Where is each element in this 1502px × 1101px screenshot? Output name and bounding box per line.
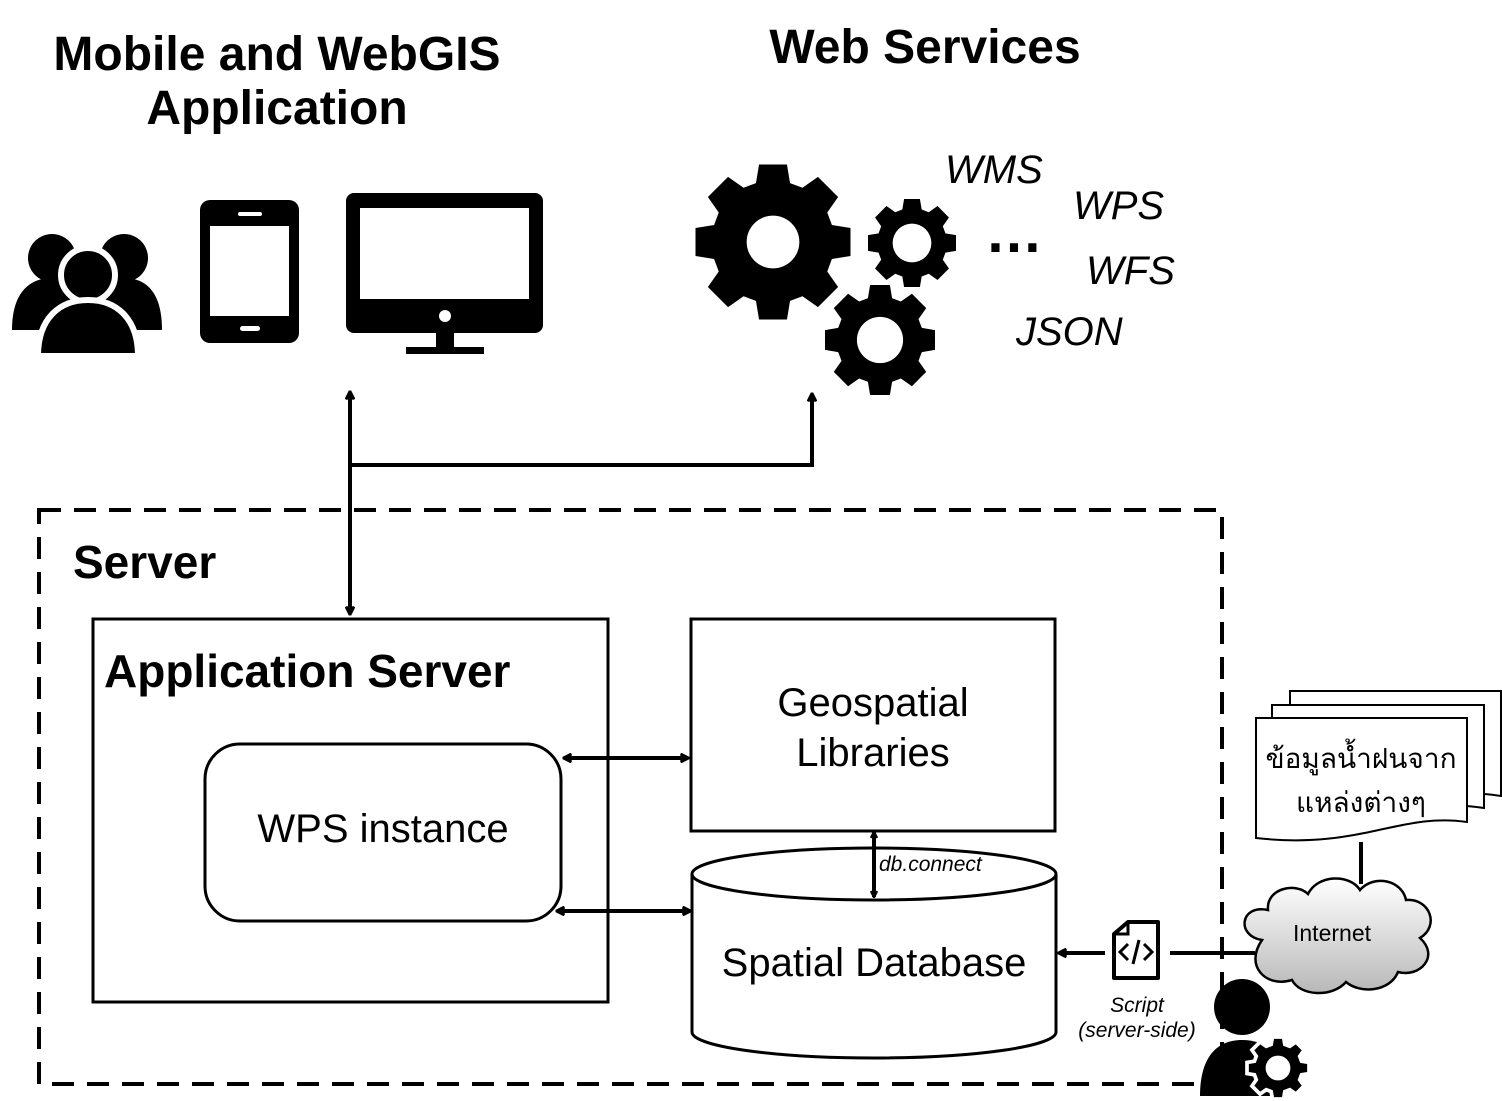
client-services-connector [350, 392, 812, 614]
users-icon [12, 234, 162, 359]
rainfall-documents-line2: แหล่งต่างๆ [1296, 787, 1426, 818]
geospatial-libraries-box [689, 617, 1057, 833]
tablet-icon [200, 200, 299, 343]
geospatial-libraries-line2: Libraries [796, 731, 949, 775]
code-file-icon [1112, 920, 1160, 980]
web-services-ellipsis: … [985, 200, 1043, 265]
format-wps: WPS [1073, 184, 1164, 228]
spatial-database-label: Spatial Database [722, 941, 1027, 985]
db-connect-label: db.connect [879, 853, 983, 876]
admin-user-gear-icon [1200, 979, 1311, 1101]
wps-instance-box [203, 742, 563, 923]
web-services-title: Web Services [769, 21, 1080, 74]
server-boundary [37, 508, 1224, 1086]
web-services-arrow [350, 394, 812, 467]
script-label-line1: Script [1110, 994, 1165, 1017]
application-server-title: Application Server [104, 645, 511, 697]
desktop-monitor-icon [346, 193, 543, 354]
documents-icon [1255, 690, 1502, 842]
wps-instance-label: WPS instance [257, 807, 508, 851]
internet-label: Internet [1293, 920, 1372, 946]
client-title-line2: Application [146, 82, 407, 135]
gears-icon [695, 164, 956, 395]
client-title-line1: Mobile and WebGIS [53, 28, 500, 81]
script-label-line2: (server-side) [1078, 1019, 1195, 1042]
format-wms: WMS [945, 148, 1043, 192]
geospatial-libraries-line1: Geospatial [777, 681, 968, 725]
format-json: JSON [1015, 310, 1123, 354]
rainfall-documents-line1: ข้อมูลน้ำฝนจาก [1265, 738, 1456, 776]
cloud-icon [1243, 877, 1432, 995]
server-title: Server [73, 536, 216, 588]
format-wfs: WFS [1086, 249, 1175, 293]
